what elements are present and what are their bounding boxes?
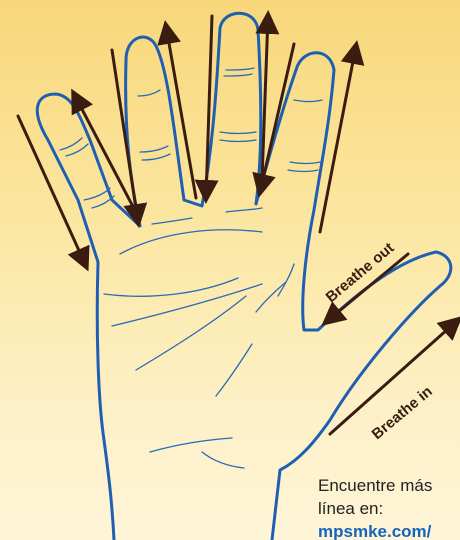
website-link[interactable]: mpsmke.com/ xyxy=(318,522,431,540)
palm-lines xyxy=(104,230,294,468)
hand-outline xyxy=(37,13,451,540)
breathing-arrows xyxy=(18,16,458,434)
footer-text-line2: línea en: xyxy=(318,499,383,519)
footer-text-line1: Encuentre más xyxy=(318,476,432,496)
